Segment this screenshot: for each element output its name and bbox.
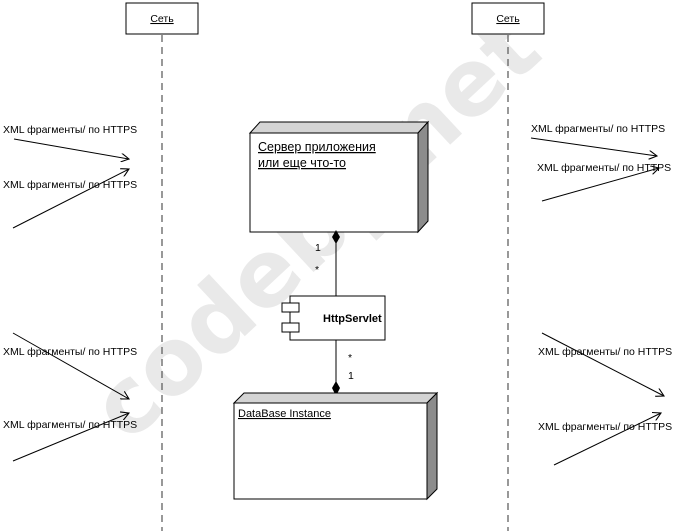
message-label: XML фрагменты/ по HTTPS: [3, 124, 137, 136]
app-server-line2: или еще что-то: [258, 156, 346, 170]
message-right-4: XML фрагменты/ по HTTPS: [538, 413, 672, 466]
composition-diamond-bottom: [332, 381, 340, 396]
message-arrow: [553, 413, 661, 466]
mult-servlet-top: *: [315, 264, 319, 276]
message-arrow: [12, 169, 129, 229]
message-left-3: XML фрагменты/ по HTTPS: [3, 332, 137, 399]
component-tab-top: [281, 302, 300, 313]
database-node-side: [426, 391, 438, 501]
component-label: HttpServlet: [323, 313, 382, 325]
message-arrow: [541, 332, 664, 396]
app-server-line1: Сервер приложения: [258, 140, 376, 154]
message-left-2: XML фрагменты/ по HTTPS: [3, 169, 137, 229]
app-server-node-top: [248, 121, 430, 134]
lifeline-right: Сеть: [471, 2, 545, 531]
message-label: XML фрагменты/ по HTTPS: [537, 162, 671, 174]
lifeline-right-box[interactable]: [471, 2, 545, 35]
lifeline-right-label: Сеть: [496, 13, 520, 25]
database-node-front: [233, 402, 428, 500]
component-body: [289, 295, 386, 341]
message-right-3: XML фрагменты/ по HTTPS: [538, 332, 672, 396]
message-right-2: XML фрагменты/ по HTTPS: [537, 162, 671, 202]
database-node-top: [232, 392, 439, 404]
database-node[interactable]: DataBase Instance: [232, 391, 439, 501]
message-arrow: [13, 138, 129, 159]
app-server-node-front: [249, 132, 419, 233]
message-label: XML фрагменты/ по HTTPS: [3, 419, 137, 431]
http-servlet-component[interactable]: HttpServlet: [281, 295, 386, 341]
message-label: XML фрагменты/ по HTTPS: [3, 179, 137, 191]
message-label: XML фрагменты/ по HTTPS: [538, 421, 672, 433]
message-arrow: [12, 332, 129, 399]
message-label: XML фрагменты/ по HTTPS: [3, 346, 137, 358]
mult-servlet-bottom: *: [348, 352, 352, 364]
lifeline-left-label: Сеть: [150, 13, 174, 25]
message-arrow: [12, 413, 129, 462]
database-label: DataBase Instance: [238, 408, 331, 420]
message-left-4: XML фрагменты/ по HTTPS: [3, 413, 137, 462]
mult-database-side: 1: [348, 370, 354, 382]
mult-server-side: 1: [315, 242, 321, 254]
composition-diamond-top: [332, 230, 340, 244]
message-right-1: XML фрагменты/ по HTTPS: [530, 123, 665, 156]
lifeline-left-box[interactable]: [125, 2, 199, 35]
component-tab-bottom: [281, 322, 300, 333]
message-label: XML фрагменты/ по HTTPS: [538, 346, 672, 358]
app-server-node[interactable]: Сервер приложения или еще что-то: [248, 120, 430, 234]
message-left-1: XML фрагменты/ по HTTPS: [3, 124, 137, 159]
message-arrow: [541, 168, 659, 202]
lifeline-left: Сеть: [125, 2, 199, 531]
message-label: XML фрагменты/ по HTTPS: [531, 123, 665, 135]
message-arrow: [530, 137, 657, 156]
app-server-node-side: [417, 120, 429, 234]
